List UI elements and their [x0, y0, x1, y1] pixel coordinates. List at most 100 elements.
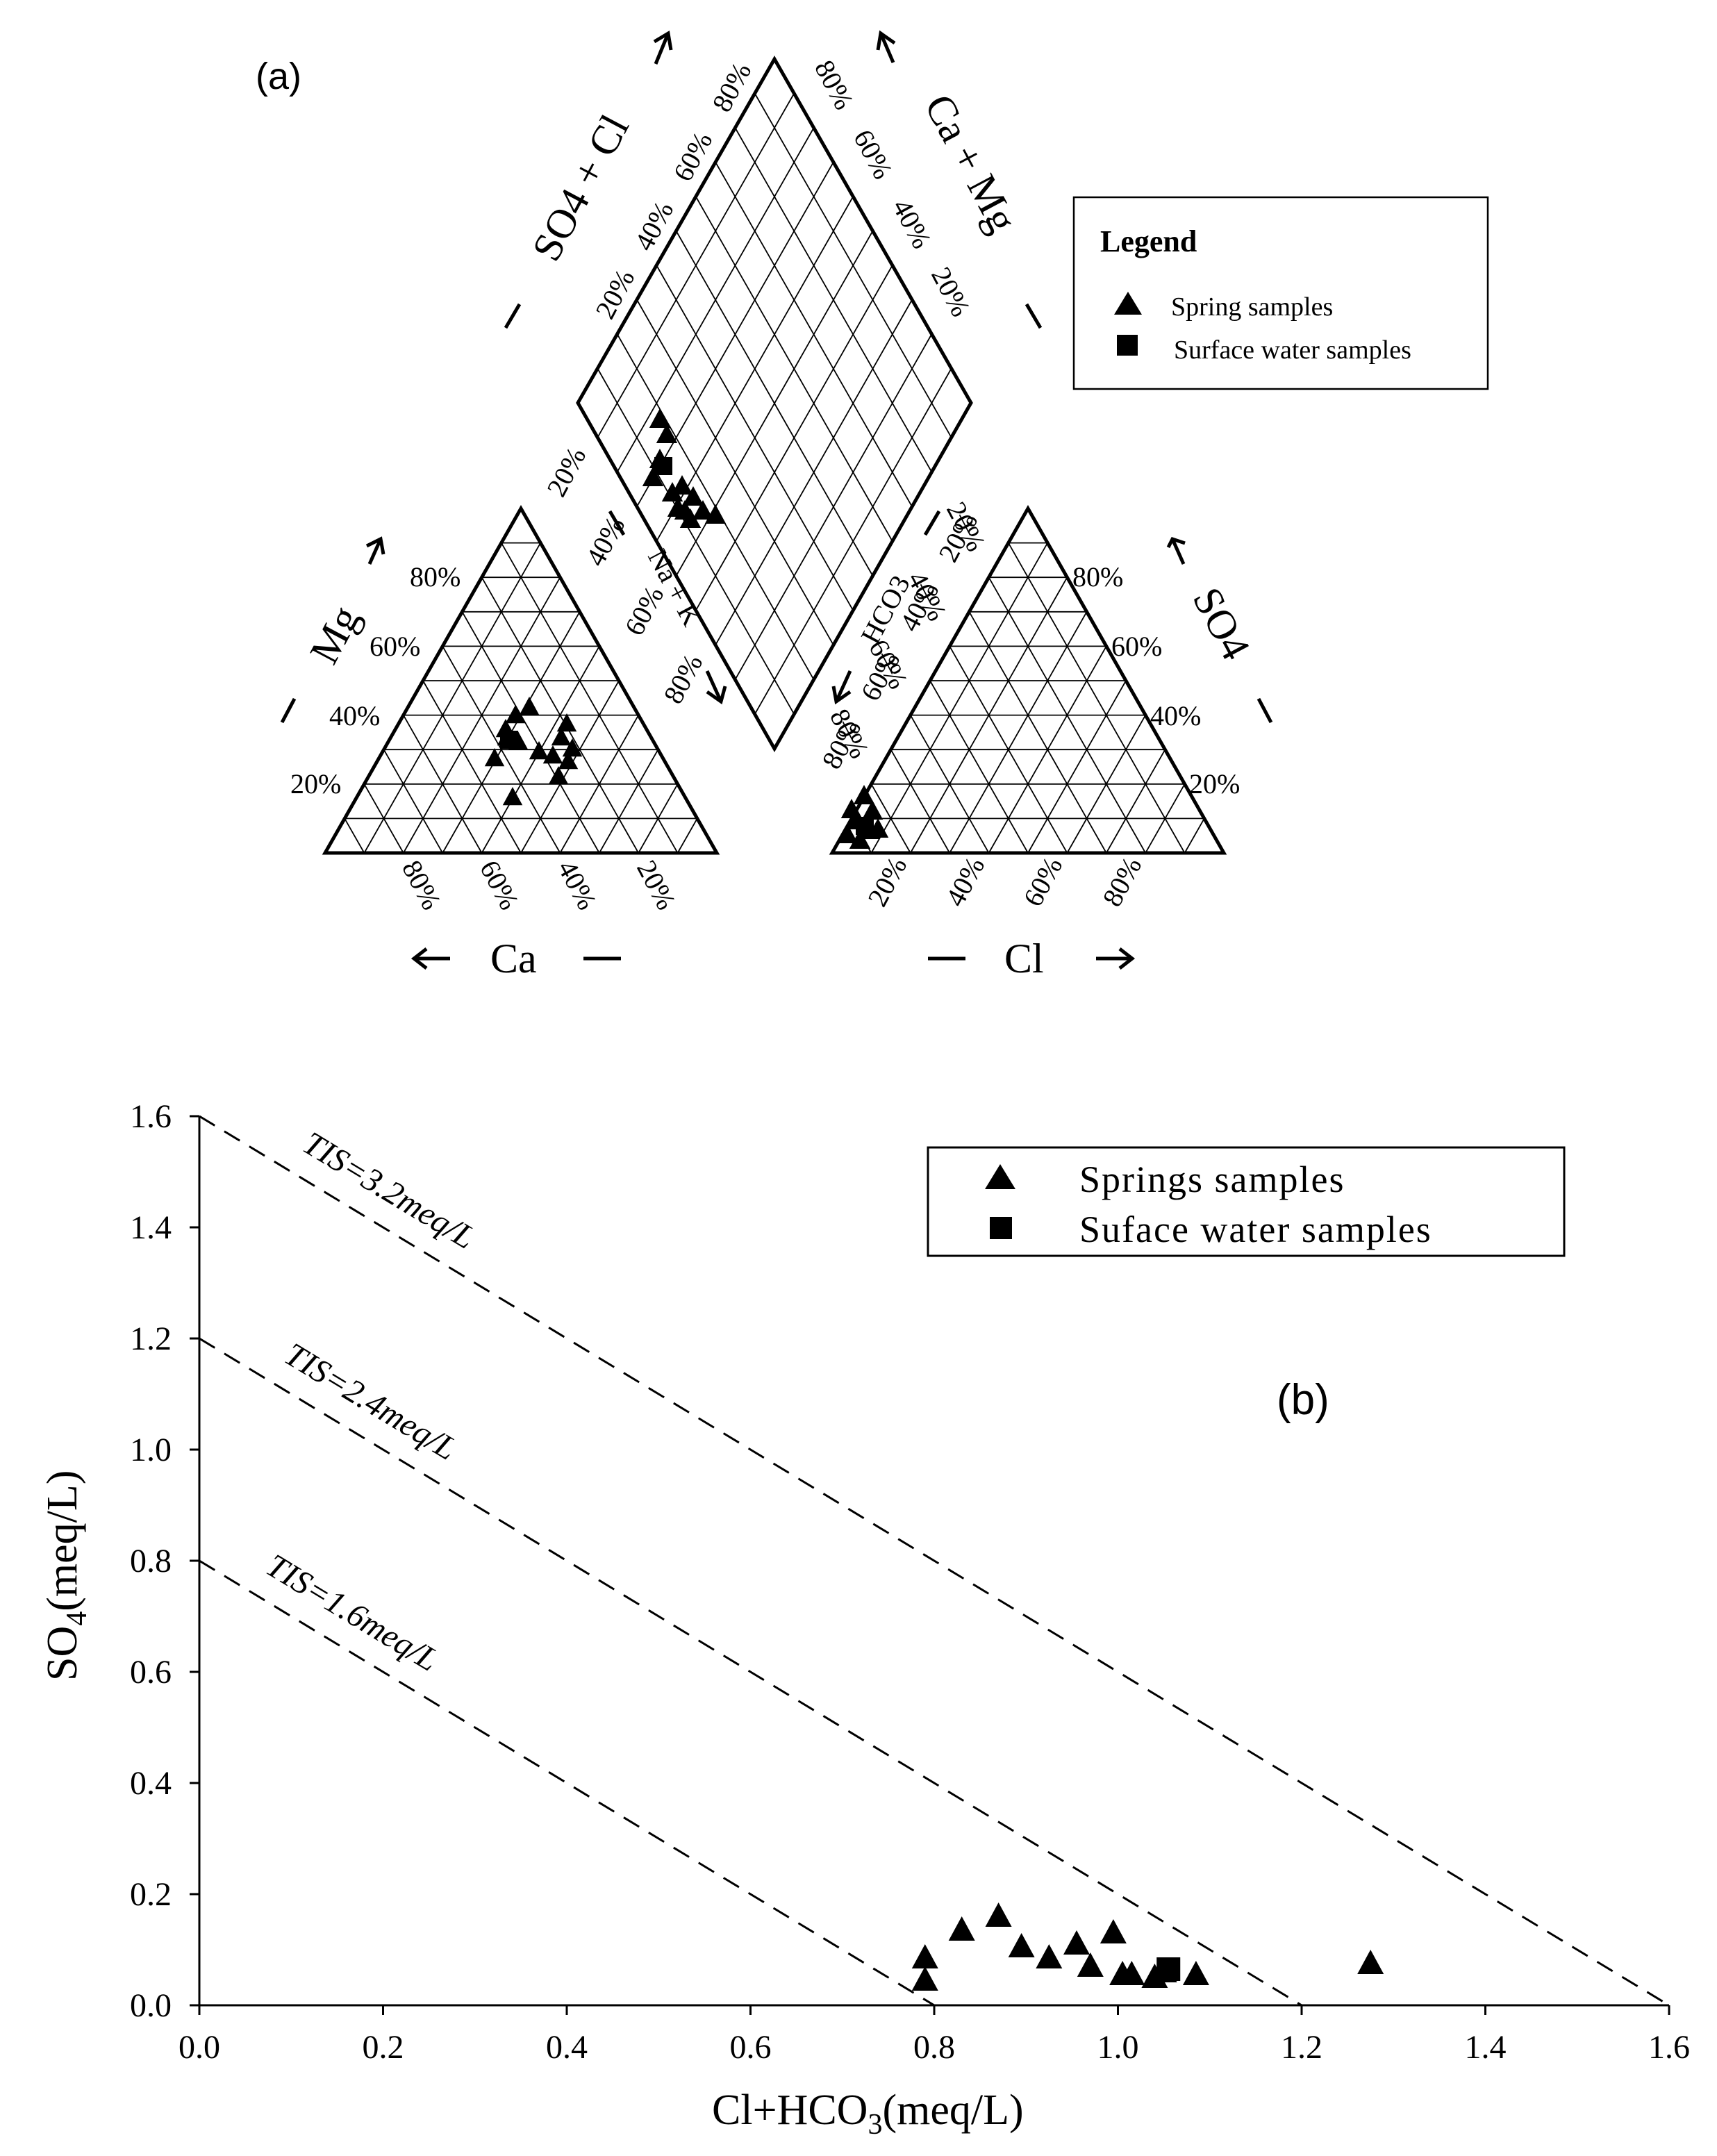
legend-b: Springs samples Suface water samples	[927, 1146, 1566, 1257]
anion-bottom-tick: 20%	[861, 852, 913, 911]
grid-line	[383, 749, 443, 854]
x-tick-label: 1.4	[1465, 2029, 1507, 2066]
legend-triangle-marker	[1114, 292, 1142, 315]
y-axis-label: SO4(meq/L)	[39, 1470, 93, 1681]
dash	[1025, 303, 1043, 329]
cation-bottom-tick: 80%	[396, 855, 447, 915]
x-tick-label: 0.6	[730, 2029, 772, 2066]
dash	[1256, 697, 1273, 724]
ca-mg-axis-label: Ca + Mg	[916, 87, 1027, 240]
diamond-tick: 80%	[706, 57, 757, 117]
anion-right-tick: 40%	[1150, 700, 1201, 731]
spring-point	[1008, 1933, 1035, 1957]
grid-line	[734, 127, 933, 473]
grid-line	[1027, 680, 1127, 854]
x-axis-unit: (meq/L)	[882, 2087, 1023, 2134]
cation-left-ticks: 20% 40% 60% 80%	[290, 561, 461, 799]
x-axis-subscript: 3	[868, 2109, 882, 2141]
cation-left-tick: 20%	[290, 768, 341, 799]
arrow-head	[410, 947, 428, 970]
y-tick-label: 0.6	[130, 1654, 172, 1691]
cation-surface-point	[500, 731, 518, 749]
cation-left-tick: 40%	[329, 700, 380, 731]
diamond-sample-point	[671, 475, 693, 495]
x-tick-label: 1.6	[1648, 2029, 1690, 2066]
diamond-points	[642, 408, 727, 528]
diamond-tick: 20%	[925, 262, 977, 322]
cation-bottom-tick: 60%	[474, 855, 525, 915]
legend-b-triangle-marker	[985, 1164, 1015, 1189]
y-tick-label: 1.6	[130, 1098, 172, 1135]
anion-right-tick: 80%	[1072, 561, 1123, 592]
dash	[923, 510, 941, 536]
surface-water-point	[1156, 1957, 1181, 1981]
cation-bottom-tick: 20%	[631, 855, 682, 915]
anion-grid	[851, 542, 1205, 854]
cation-sample-point	[502, 787, 523, 806]
spring-point	[911, 1966, 938, 1991]
anion-sample-point	[836, 824, 858, 843]
diamond-tick: 60%	[847, 124, 899, 184]
diamond-sample-point	[692, 500, 714, 520]
grid-line	[461, 611, 600, 854]
spring-point	[1077, 1952, 1104, 1977]
diamond-tick: 60%	[667, 126, 718, 186]
legend-a-spring-label: Spring samples	[1171, 292, 1333, 322]
cation-sample-point	[562, 738, 583, 757]
ca-axis-label: Ca	[490, 936, 537, 981]
arrow-line	[1170, 538, 1186, 565]
legend-a-surface-label: Surface water samples	[1174, 335, 1411, 365]
so4-cl-axis-label: SO4 + Cl	[523, 107, 638, 268]
anion-points	[836, 785, 889, 849]
grid-line	[1008, 542, 1186, 854]
arrow-head	[831, 686, 852, 705]
anion-sample-point	[853, 785, 875, 804]
cation-left-tick: 60%	[370, 631, 420, 662]
legend-square-marker	[1117, 335, 1138, 356]
arrow-line	[705, 670, 723, 703]
grid-line	[677, 818, 698, 854]
x-tick-label: 0.4	[546, 2029, 588, 2066]
diamond-sample-point	[682, 486, 704, 506]
diamond-sample-point	[704, 504, 727, 524]
cation-bottom-tick: 40%	[551, 855, 603, 915]
diamond-tick: 40%	[579, 511, 631, 571]
grid-line	[715, 299, 913, 646]
diamond	[576, 55, 973, 753]
grid-line	[363, 542, 541, 854]
spring-point	[1118, 1961, 1145, 1985]
anion-bottom-ticks: 20% 40% 60% 80%	[861, 852, 1147, 911]
diamond-sample-point	[649, 408, 671, 428]
cation-sample-point	[548, 766, 569, 785]
anion-sample-point	[861, 800, 884, 820]
grid-line	[481, 577, 639, 854]
anion-bottom-tick: 40%	[939, 852, 990, 911]
anion-sample-point	[840, 799, 863, 818]
grid-line	[695, 265, 893, 611]
diamond-tick: 80%	[657, 649, 708, 708]
arrow-line	[654, 33, 670, 65]
spring-point	[1036, 1944, 1063, 1968]
y-tick-label: 1.0	[130, 1432, 172, 1468]
cl-axis-label: Cl	[1004, 936, 1044, 981]
grid-line	[403, 577, 561, 854]
diamond-tick: 20%	[589, 264, 640, 324]
y-tick-label: 0.8	[130, 1543, 172, 1579]
y-axis-subscript: 4	[61, 1611, 93, 1626]
grid-line	[695, 196, 893, 542]
spring-point	[1100, 1919, 1127, 1943]
tis-line-label: TIS=3.2meq/L	[297, 1125, 481, 1257]
legend-b-series-1: Springs samples	[1079, 1159, 1345, 1200]
anion-right-tick: 60%	[1111, 631, 1162, 662]
cation-triangle	[322, 504, 720, 855]
y-tick-label: 0.0	[130, 1987, 172, 2024]
grid-line	[890, 749, 950, 854]
dash	[504, 303, 522, 329]
diamond-grid	[597, 93, 952, 715]
x-tick-label: 0.0	[179, 2029, 220, 2066]
spring-point	[1063, 1930, 1090, 1955]
axis-arrows	[280, 30, 1273, 970]
legend-a-title: Legend	[1100, 224, 1197, 258]
